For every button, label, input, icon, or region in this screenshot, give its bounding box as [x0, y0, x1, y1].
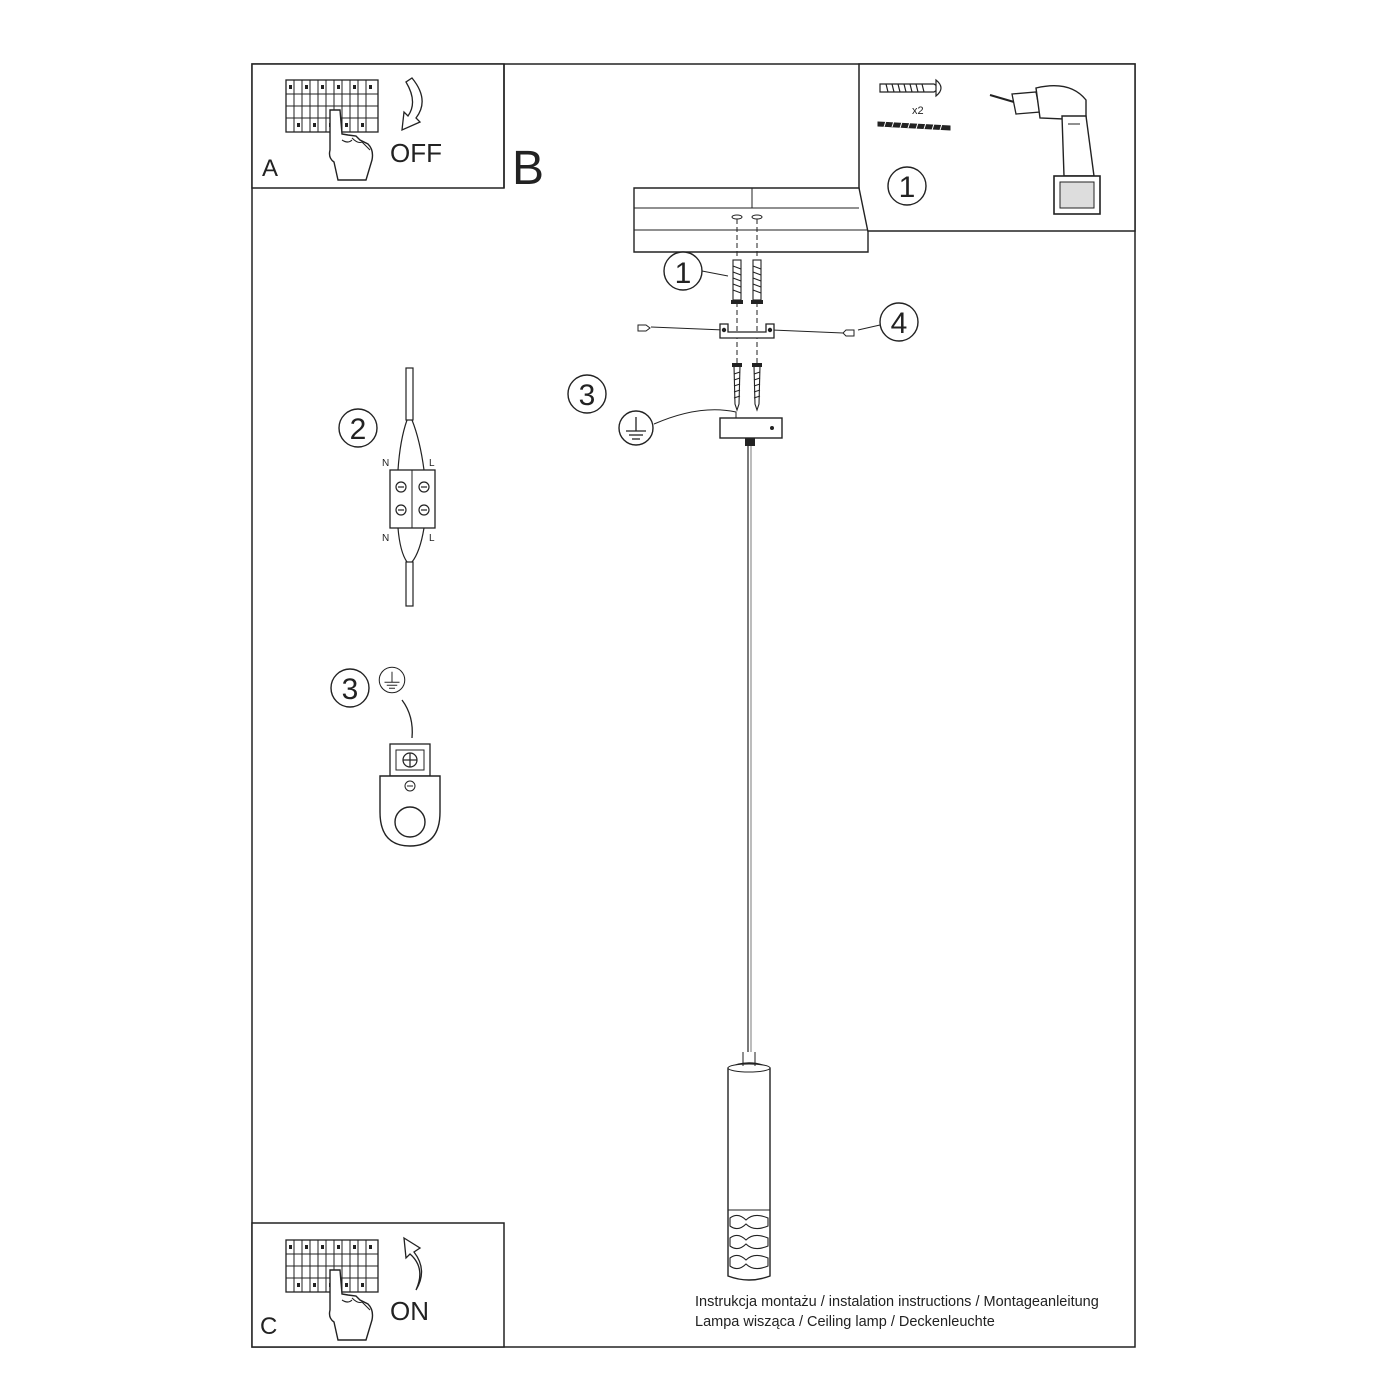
lamp-tube: [727, 1052, 771, 1281]
ceiling: [633, 187, 869, 253]
footer-line-2: Lampa wisząca / Ceiling lamp / Deckenleu…: [695, 1314, 995, 1330]
on-label: ON: [390, 1296, 429, 1326]
footer-caption: Instrukcja montażu / instalation instruc…: [695, 1292, 1099, 1332]
svg-text:L: L: [429, 533, 435, 544]
kit-step-number: 1: [899, 171, 916, 204]
off-label: OFF: [390, 138, 442, 168]
callout-side-screws: 4: [891, 307, 908, 340]
mounting-bracket: [637, 323, 855, 339]
tool-kit: x2 1: [858, 63, 1136, 232]
callout-anchors: 1: [675, 257, 692, 290]
panel-c: C ON: [251, 1222, 505, 1348]
ground-detail: 3: [330, 666, 441, 847]
svg-text:N: N: [382, 458, 389, 469]
callout-ground-detail: 3: [342, 673, 359, 706]
wiring-detail: 2 N L N L: [338, 367, 436, 607]
panel-c-letter: C: [260, 1313, 277, 1340]
callout-wiring: 2: [350, 413, 367, 446]
quantity-label: x2: [912, 105, 924, 117]
drill-icon: [989, 85, 1101, 215]
callout-ground-main: 3: [579, 379, 596, 412]
canopy: [719, 417, 783, 446]
ground-icon: [618, 410, 654, 446]
svg-text:L: L: [429, 458, 435, 469]
arrow-up-icon: [403, 1236, 423, 1291]
panel-a-letter: A: [262, 155, 278, 182]
ground-small-icon: [378, 666, 406, 694]
panel-b-letter: B: [512, 142, 544, 195]
panel-a: A OFF: [251, 63, 505, 189]
page-frame: [251, 63, 1136, 1348]
svg-text:N: N: [382, 533, 389, 544]
footer-line-1: Instrukcja montażu / instalation instruc…: [695, 1294, 1099, 1310]
arrow-down-icon: [401, 77, 423, 132]
